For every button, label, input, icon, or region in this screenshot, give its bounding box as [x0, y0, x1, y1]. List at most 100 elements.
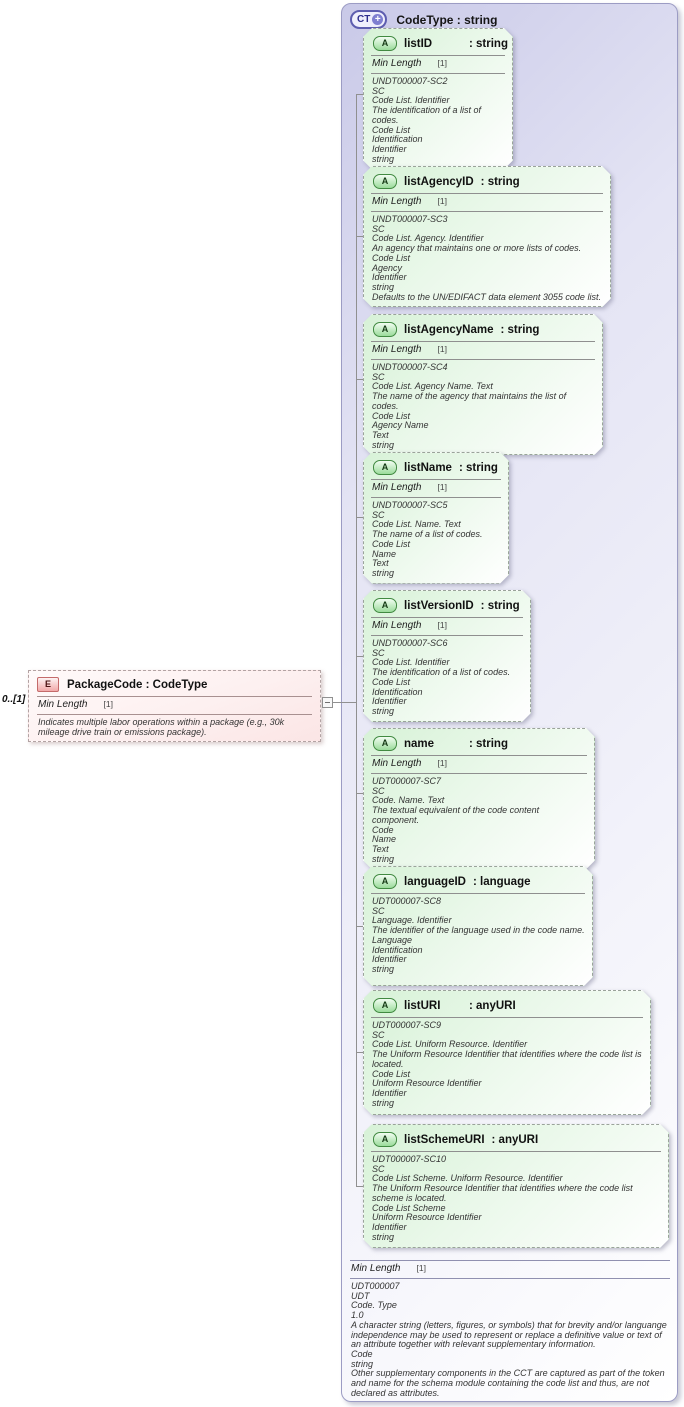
- connector-stub-listuri: [356, 1052, 363, 1053]
- connector-stub-listschemeuri: [356, 1186, 363, 1187]
- attribute-header: A name : string: [373, 736, 587, 751]
- attribute-name: listVersionID: [404, 599, 474, 612]
- divider: [371, 55, 505, 56]
- attribute-badge: A: [373, 874, 397, 889]
- element-description: Indicates multiple labor operations with…: [38, 717, 285, 737]
- attribute-type: : anyURI: [469, 999, 516, 1012]
- attribute-badge: A: [373, 36, 397, 51]
- divider: [371, 341, 595, 342]
- expand-plus-icon: +: [372, 14, 384, 25]
- facet-row: Min Length [1]: [372, 344, 595, 355]
- attribute-header: A listURI : anyURI: [373, 998, 643, 1013]
- attribute-badge: A: [373, 460, 397, 475]
- attribute-name: listAgencyName: [404, 323, 494, 336]
- attribute-box-listuri[interactable]: A listURI : anyURI UDT000007-SC9 SC Code…: [363, 990, 651, 1115]
- facet-label: Min Length: [38, 699, 88, 710]
- facet-label: Min Length: [351, 1263, 401, 1274]
- complex-type-badge[interactable]: CT+: [350, 10, 388, 29]
- attribute-description: UNDT000007-SC4 SC Code List. Agency Name…: [372, 362, 567, 450]
- facet-cardinality: [1]: [437, 344, 447, 354]
- facet-row: Min Length [1]: [372, 620, 523, 631]
- attribute-box-name[interactable]: A name : string Min Length [1] UDT000007…: [363, 728, 595, 869]
- attribute-name: languageID: [404, 875, 466, 888]
- facet-label: Min Length: [372, 58, 422, 69]
- facet-row: Min Length [1]: [38, 699, 312, 710]
- attribute-box-listagencyid[interactable]: A listAgencyID : string Min Length [1] U…: [363, 166, 611, 307]
- attribute-header: A listVersionID : string: [373, 598, 523, 613]
- attribute-header: A listSchemeURI : anyURI: [373, 1132, 661, 1147]
- attribute-name: listName: [404, 461, 452, 474]
- attribute-badge: A: [373, 174, 397, 189]
- facet-row: Min Length [1]: [372, 58, 505, 69]
- element-box-packagecode[interactable]: E PackageCode : CodeType Min Length [1] …: [28, 670, 321, 743]
- divider: [371, 73, 505, 74]
- facet-label: Min Length: [372, 758, 422, 769]
- attribute-header: A listAgencyID : string: [373, 174, 603, 189]
- attribute-type: : string: [458, 461, 498, 474]
- connector-spine: [356, 94, 357, 1186]
- collapse-handle[interactable]: [322, 697, 333, 708]
- facet-row: Min Length [1]: [372, 758, 587, 769]
- divider: [371, 479, 501, 480]
- facet-cardinality: [1]: [437, 196, 447, 206]
- attribute-description: UNDT000007-SC6 SC Code List. Identifier …: [372, 638, 511, 716]
- codetype-description: UDT000007 UDT Code. Type 1.0 A character…: [351, 1281, 667, 1398]
- divider: [371, 359, 595, 360]
- attribute-type: : string: [469, 37, 508, 50]
- attribute-type: : language: [472, 875, 531, 888]
- facet-label: Min Length: [372, 196, 422, 207]
- attribute-description: UDT000007-SC9 SC Code List. Uniform Reso…: [372, 1020, 642, 1108]
- attribute-description: UNDT000007-SC2 SC Code List. Identifier …: [372, 76, 482, 164]
- attribute-box-languageid[interactable]: A languageID : language UDT000007-SC8 SC…: [363, 866, 593, 986]
- attribute-type: : string: [480, 599, 520, 612]
- attribute-name: listAgencyID: [404, 175, 474, 188]
- facet-cardinality: [1]: [437, 482, 447, 492]
- connector-stub-listagencyname: [356, 379, 363, 380]
- divider: [37, 696, 312, 697]
- attribute-box-listversionid[interactable]: A listVersionID : string Min Length [1] …: [363, 590, 531, 722]
- divider: [37, 714, 312, 715]
- facet-row: Min Length [1]: [372, 482, 501, 493]
- divider: [371, 211, 603, 212]
- attribute-badge: A: [373, 998, 397, 1013]
- element-header: E PackageCode : CodeType: [37, 677, 312, 692]
- divider: [350, 1278, 670, 1279]
- connector-stub-listversionid: [356, 656, 363, 657]
- attribute-badge: A: [373, 598, 397, 613]
- complex-type-badge-label: CT: [357, 14, 371, 25]
- element-badge: E: [37, 677, 59, 692]
- attribute-name: listSchemeURI: [404, 1133, 485, 1146]
- facet-row: Min Length [1]: [372, 196, 603, 207]
- attribute-badge: A: [373, 1132, 397, 1147]
- attribute-header: A listAgencyName : string: [373, 322, 595, 337]
- connector-stub-listname: [356, 517, 363, 518]
- connector-stub-listid: [356, 94, 363, 95]
- attribute-type: : string: [480, 175, 520, 188]
- attribute-box-listname[interactable]: A listName : string Min Length [1] UNDT0…: [363, 452, 509, 584]
- attribute-box-listschemeuri[interactable]: A listSchemeURI : anyURI UDT000007-SC10 …: [363, 1124, 669, 1248]
- attribute-header: A listName : string: [373, 460, 501, 475]
- attribute-type: : string: [500, 323, 540, 336]
- divider: [371, 1151, 661, 1152]
- attribute-description: UDT000007-SC7 SC Code. Name. Text The te…: [372, 776, 540, 864]
- facet-cardinality: [1]: [437, 620, 447, 630]
- codetype-title: CodeType : string: [396, 12, 498, 27]
- attribute-badge: A: [373, 736, 397, 751]
- connector-main-line: [333, 702, 356, 703]
- divider: [371, 617, 523, 618]
- connector-stub-languageid: [356, 926, 363, 927]
- codetype-header: CT+ CodeType : string: [342, 4, 677, 33]
- facet-cardinality: [1]: [416, 1263, 426, 1273]
- divider: [371, 635, 523, 636]
- facet-cardinality: [1]: [437, 758, 447, 768]
- connector-stub-name: [356, 793, 363, 794]
- attribute-box-listid[interactable]: A listID : string Min Length [1] UNDT000…: [363, 28, 513, 169]
- facet-label: Min Length: [372, 344, 422, 355]
- facet-row: Min Length [1]: [351, 1263, 670, 1274]
- facet-cardinality: [1]: [103, 699, 113, 709]
- attribute-box-listagencyname[interactable]: A listAgencyName : string Min Length [1]…: [363, 314, 603, 455]
- collapse-dash-icon: [325, 702, 330, 703]
- divider: [371, 755, 587, 756]
- attribute-type: : string: [469, 737, 508, 750]
- attribute-header: A languageID : language: [373, 874, 585, 889]
